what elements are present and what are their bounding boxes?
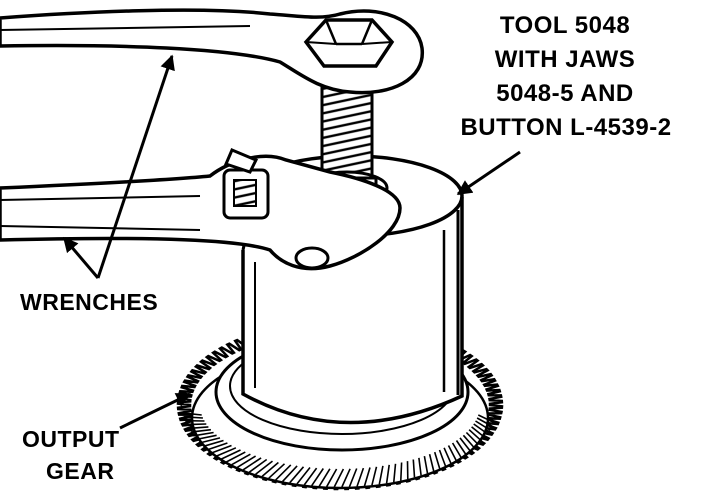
gear-hatch-line (268, 463, 286, 479)
gear-hatch-line (378, 465, 384, 485)
arrow-output-gear (119, 392, 192, 430)
gear-hatch-line (186, 423, 207, 426)
gear-hatching (182, 412, 495, 488)
bolt-head (303, 18, 395, 68)
arrow-tool (456, 150, 521, 196)
gear-hatch-line (428, 454, 435, 472)
gear-hatch-line (371, 466, 378, 486)
gear-hatch-line (190, 428, 211, 433)
tool-label-line1: TOOL 5048 (499, 12, 631, 39)
gear-hatch-line (216, 447, 237, 457)
gear-hatch-line (193, 431, 214, 437)
gear-hatch-line (356, 467, 365, 487)
gear-hatch-line (282, 465, 298, 482)
gear-hatch-line (423, 455, 429, 474)
gear-hatch-line (433, 451, 441, 469)
gear-hatch-line (188, 426, 209, 430)
gear-hatch-line (183, 416, 203, 419)
lower-wrench (0, 148, 402, 271)
gear-hatch-line (348, 468, 358, 488)
gear-hatch-line (199, 437, 221, 444)
gear-hatch-line (333, 468, 345, 488)
gear-hatch-line (196, 434, 217, 441)
gear-hatch-line (475, 420, 491, 431)
gear-hatch-line (451, 442, 462, 459)
gear-hatch-line (275, 464, 292, 481)
gear-hatch-line (296, 467, 311, 485)
gear-hatch-line (418, 457, 422, 476)
gear-hatch-line (465, 431, 479, 446)
gear-hatch-line (236, 455, 257, 468)
gear-hatch-line (443, 447, 452, 464)
gear-hatch-line (462, 434, 476, 449)
gear-hatch-line (255, 460, 273, 475)
gear-hatch-line (318, 468, 331, 487)
gear-hatch-line (182, 412, 202, 416)
gear-hatch-line (476, 417, 493, 428)
gear-hatch-line (203, 439, 224, 448)
gear-hatch-line (242, 457, 262, 471)
gear-hatch-line (400, 462, 403, 481)
gear-hatch-line (471, 426, 486, 439)
gear-hatch-line (393, 463, 397, 483)
gear-hatch-line (473, 423, 489, 435)
gear-hatch-line (211, 444, 232, 454)
gear-hatch-line (459, 437, 472, 452)
gear-hatch-line (225, 451, 246, 463)
gear-hatch-line (289, 466, 305, 484)
output-gear-label-line2: GEAR (46, 458, 115, 484)
tool-label-line4: BUTTON L-4539-2 (460, 114, 672, 141)
arrow-wrench-upper (96, 54, 175, 279)
arrow-wrench-lower (62, 236, 100, 279)
leader-arrows (62, 54, 521, 430)
tool-label-line2: WITH JAWS (494, 46, 636, 73)
gear-hatch-line (303, 467, 318, 486)
gear-hatch-line (468, 429, 483, 442)
gear-hatch-line (341, 468, 351, 488)
gear-hatch-line (455, 440, 467, 455)
gear-hatch-line (231, 453, 251, 466)
gear-hatch-line (311, 468, 324, 487)
gear-hatch-line (220, 449, 241, 460)
gear-hatch-line (385, 464, 390, 484)
gear-hatch-line (477, 414, 495, 424)
gear-hatch-line (447, 445, 457, 461)
gear-hatch-line (363, 467, 371, 487)
gear-hatch-line (207, 442, 228, 451)
gear-hatch-line (261, 461, 279, 478)
wrenches-label: WRENCHES (20, 289, 159, 315)
tool-label-line3: 5048-5 AND (496, 80, 634, 107)
gear-hatch-line (412, 459, 416, 478)
output-gear-label-line1: OUTPUT (22, 426, 120, 452)
gear-hatch-line (248, 458, 268, 473)
gear-hatch-line (438, 449, 447, 467)
gear-hatch-line (326, 468, 338, 488)
